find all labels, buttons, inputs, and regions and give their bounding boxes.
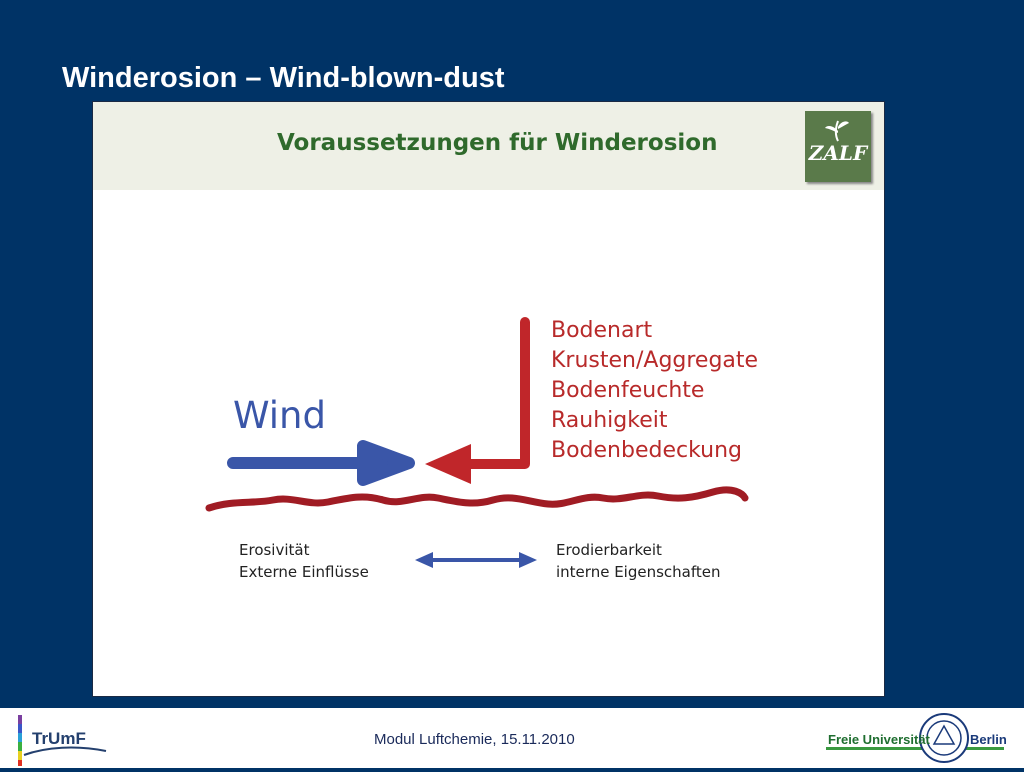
fu-berlin-logo: Freie Universität Berlin	[826, 710, 1007, 766]
soil-factor: Bodenart	[551, 318, 653, 343]
erosion-picture: Voraussetzungen für Winderosion ZALF Win…	[93, 102, 884, 696]
fu-logo-text-left: Freie Universität	[828, 732, 930, 747]
caption-line: interne Eigenschaften	[556, 563, 721, 581]
slide-title: Winderosion – Wind-blown-dust	[62, 62, 505, 94]
caption-erodibility: Erodierbarkeit interne Eigenschaften	[556, 539, 721, 583]
soil-factor-list: Bodenart Krusten/Aggregate Bodenfeuchte …	[551, 316, 758, 466]
caption-line: Erodierbarkeit	[556, 541, 662, 559]
ground-line	[205, 486, 749, 512]
caption-line: Erosivität	[239, 541, 310, 559]
trumf-logo-text: TrUmF	[32, 729, 86, 748]
soil-factor: Bodenfeuchte	[551, 378, 705, 403]
picture-header-title: Voraussetzungen für Winderosion	[277, 130, 718, 156]
soil-factor: Rauhigkeit	[551, 408, 668, 433]
soil-factor: Bodenbedeckung	[551, 438, 743, 463]
footer-module-date: Modul Luftchemie, 15.11.2010	[374, 731, 575, 748]
fu-logo-text-right: Berlin	[970, 732, 1007, 747]
wind-label: Wind	[233, 394, 326, 437]
trumf-logo: TrUmF	[6, 711, 116, 767]
wind-arrow	[227, 440, 415, 486]
picture-header: Voraussetzungen für Winderosion ZALF	[93, 102, 884, 190]
resistance-arrow-head	[425, 444, 471, 484]
double-arrow-left-head	[415, 552, 433, 568]
zalf-logo-text: ZALF	[808, 141, 868, 165]
zalf-logo: ZALF	[805, 111, 871, 182]
resistance-arrow-shaft	[464, 317, 530, 469]
caption-line: Externe Einflüsse	[239, 563, 369, 581]
erosion-diagram	[205, 317, 749, 568]
double-arrow-right-head	[519, 552, 537, 568]
soil-factor: Krusten/Aggregate	[551, 348, 759, 373]
caption-erosivity: Erosivität Externe Einflüsse	[239, 539, 369, 583]
footer: TrUmF Modul Luftchemie, 15.11.2010 Freie…	[0, 708, 1024, 768]
